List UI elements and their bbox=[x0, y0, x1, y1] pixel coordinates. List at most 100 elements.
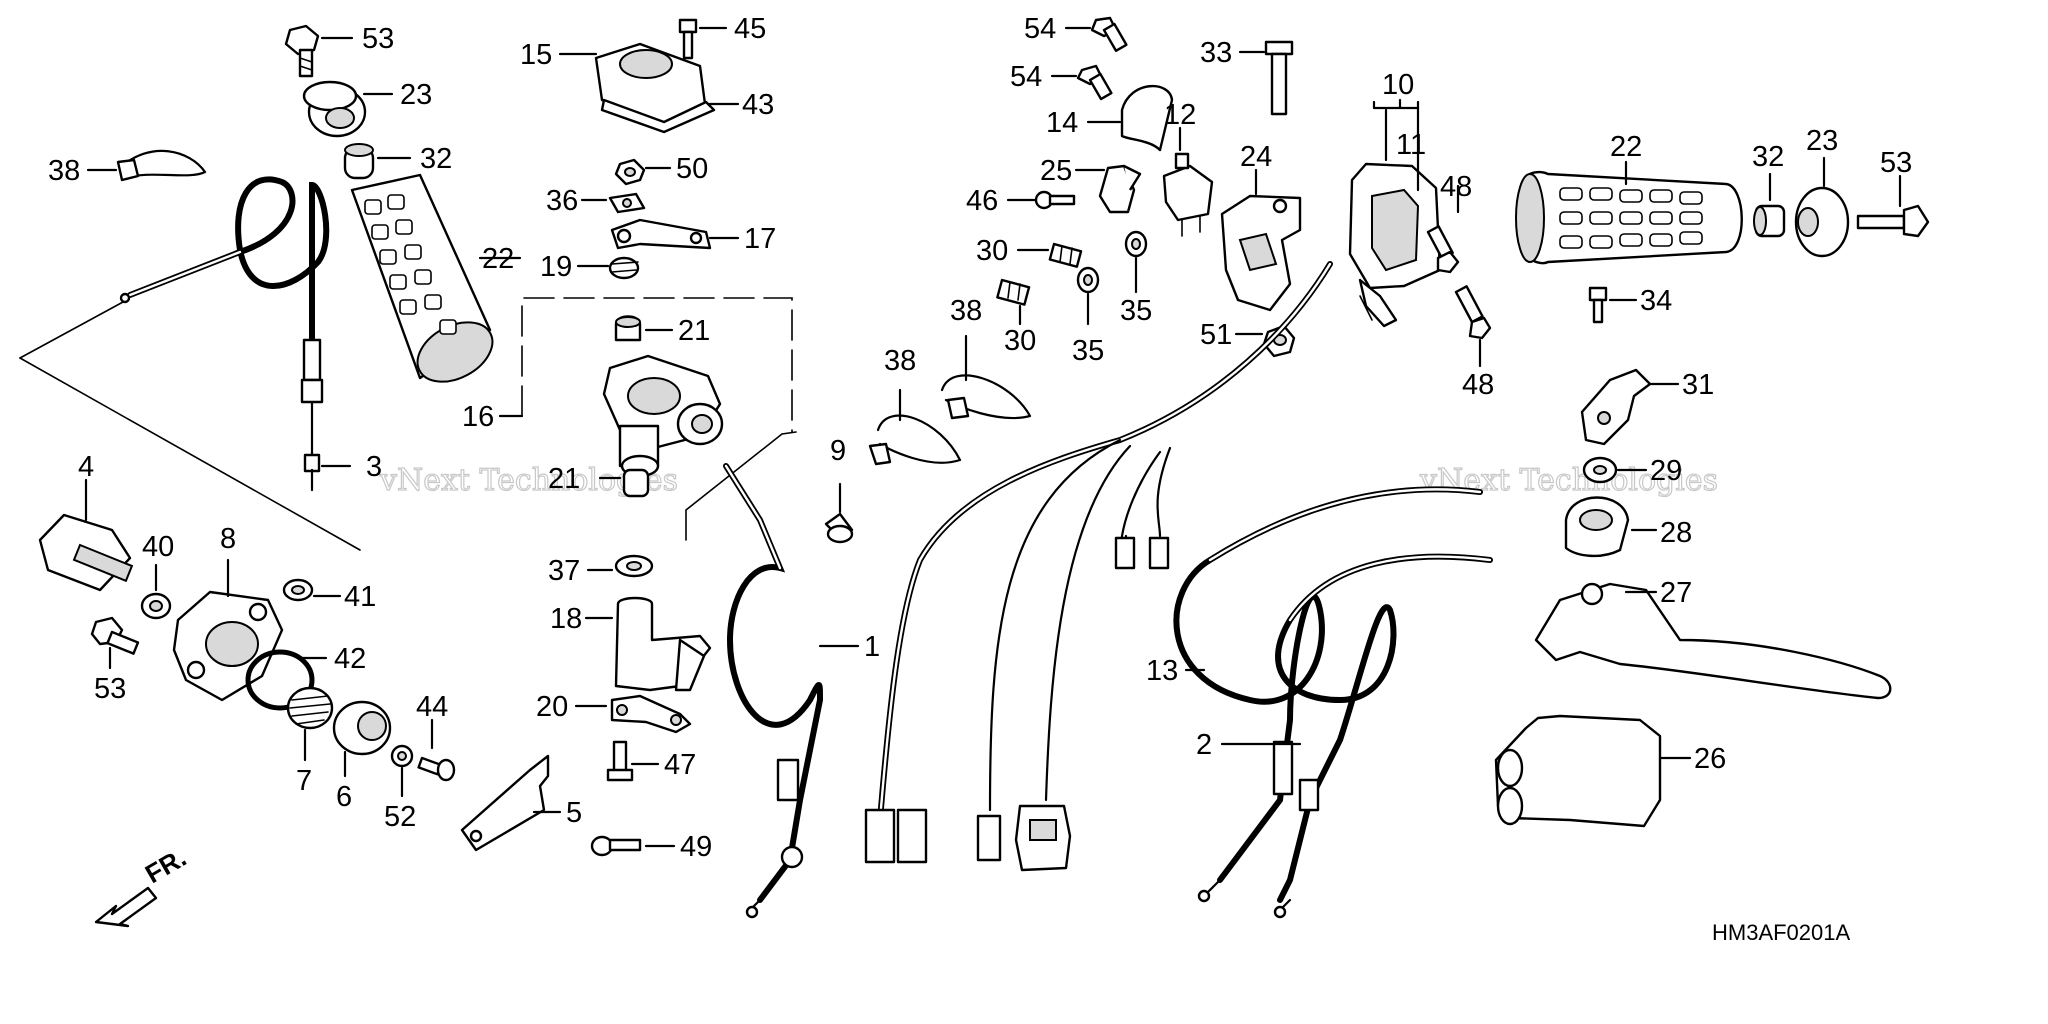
callout-33: 33 bbox=[1200, 37, 1232, 69]
diagram-code: HM3AF0201A bbox=[1712, 920, 1851, 945]
handlebar-grip-22-right bbox=[1515, 160, 1743, 265]
bolt-48-lower bbox=[1454, 285, 1492, 368]
collar-32-right bbox=[1753, 172, 1786, 238]
switch-housing-24 bbox=[1220, 168, 1302, 312]
clip-9 bbox=[824, 482, 854, 544]
spring-7 bbox=[286, 686, 334, 762]
callout-numbers: 53 23 32 22 38 3 4 40 8 41 42 53 7 6 44 … bbox=[48, 13, 1912, 863]
bolt-47 bbox=[606, 740, 660, 782]
callout-47: 47 bbox=[664, 749, 696, 781]
callout-36: 36 bbox=[546, 185, 578, 217]
bolt-33 bbox=[1238, 40, 1294, 116]
callout-23-left: 23 bbox=[400, 79, 432, 111]
bolt-53-right bbox=[1856, 174, 1930, 238]
callout-28: 28 bbox=[1660, 517, 1692, 549]
bushing-29 bbox=[1582, 456, 1648, 484]
washer-52 bbox=[390, 744, 414, 798]
callout-16: 16 bbox=[462, 401, 494, 433]
o-ring-42 bbox=[245, 649, 328, 711]
part-30-upper bbox=[1016, 242, 1083, 268]
callout-45: 45 bbox=[734, 13, 766, 45]
cap-21-top bbox=[614, 315, 674, 342]
screw-54-lower bbox=[1050, 64, 1113, 101]
callout-48-upper: 48 bbox=[1440, 171, 1472, 203]
callout-31: 31 bbox=[1682, 369, 1714, 401]
throttle-housing-8 bbox=[172, 558, 284, 702]
nut-51 bbox=[1234, 324, 1296, 358]
callout-50: 50 bbox=[676, 153, 708, 185]
bolt-53-lower bbox=[90, 616, 140, 670]
grip-end-cap-23 bbox=[302, 80, 394, 138]
callout-26: 26 bbox=[1694, 743, 1726, 775]
screw-54-top bbox=[1064, 16, 1128, 52]
callout-38-right: 38 bbox=[950, 295, 982, 327]
callout-6: 6 bbox=[336, 781, 352, 813]
washer-40 bbox=[140, 563, 172, 620]
callout-34: 34 bbox=[1640, 285, 1672, 317]
callout-43: 43 bbox=[742, 89, 774, 121]
callout-54-lower: 54 bbox=[1010, 61, 1042, 93]
callout-5: 5 bbox=[566, 797, 582, 829]
throttle-body-16 bbox=[602, 354, 724, 478]
leader-lines-left bbox=[19, 301, 361, 551]
bolt-48-upper bbox=[1426, 184, 1460, 274]
nut-50 bbox=[614, 158, 672, 186]
callout-22-left: 22 bbox=[482, 243, 514, 275]
callout-37: 37 bbox=[548, 555, 580, 587]
clamp-14 bbox=[1086, 85, 1174, 152]
washer-35-right bbox=[1124, 230, 1148, 294]
cable-band-38-left bbox=[86, 149, 207, 182]
grip-end-cap-23-right bbox=[1794, 156, 1850, 258]
callout-14: 14 bbox=[1046, 107, 1078, 139]
callout-21-lower: 21 bbox=[548, 463, 580, 495]
callout-22-right: 22 bbox=[1610, 131, 1642, 163]
washer-36 bbox=[580, 192, 646, 214]
pulley-6 bbox=[332, 700, 392, 778]
callout-9: 9 bbox=[830, 435, 846, 467]
callout-40: 40 bbox=[142, 531, 174, 563]
cable-1 bbox=[723, 463, 860, 919]
screw-46 bbox=[1006, 190, 1076, 210]
callout-41: 41 bbox=[344, 581, 376, 613]
callout-38-center: 38 bbox=[884, 345, 916, 377]
callout-49: 49 bbox=[680, 831, 712, 863]
handlebar-grip-22-left bbox=[350, 173, 522, 383]
throttle-shaft-18 bbox=[584, 596, 712, 692]
callout-35-left: 35 bbox=[1072, 335, 1104, 367]
callout-52: 52 bbox=[384, 801, 416, 833]
lever-bracket-31 bbox=[1580, 368, 1680, 446]
callout-10: 10 bbox=[1382, 69, 1414, 101]
callout-53-lower: 53 bbox=[94, 673, 126, 705]
spring-19 bbox=[576, 256, 640, 280]
callout-13: 13 bbox=[1146, 655, 1178, 687]
washer-41 bbox=[282, 578, 342, 602]
callout-30-upper: 30 bbox=[976, 235, 1008, 267]
callout-23-right: 23 bbox=[1806, 125, 1838, 157]
front-direction-label: FR. bbox=[140, 842, 191, 889]
callout-25: 25 bbox=[1040, 155, 1072, 187]
callout-21-top: 21 bbox=[678, 315, 710, 347]
callout-48-lower: 48 bbox=[1462, 369, 1494, 401]
switch-12 bbox=[1162, 126, 1214, 237]
callout-15: 15 bbox=[520, 39, 552, 71]
callout-20: 20 bbox=[536, 691, 568, 723]
washer-37 bbox=[586, 554, 654, 578]
collar-32 bbox=[343, 143, 412, 180]
callout-17: 17 bbox=[744, 223, 776, 255]
callout-27: 27 bbox=[1660, 577, 1692, 609]
callout-1: 1 bbox=[864, 631, 880, 663]
switch-lever-25 bbox=[1074, 164, 1142, 214]
callout-30-lower: 30 bbox=[1004, 325, 1036, 357]
switch-assembly-10-11 bbox=[1348, 98, 1442, 328]
adjuster-28 bbox=[1564, 496, 1658, 558]
callout-2: 2 bbox=[1196, 729, 1212, 761]
callout-19: 19 bbox=[540, 251, 572, 283]
callout-32-left: 32 bbox=[420, 143, 452, 175]
callout-51: 51 bbox=[1200, 319, 1232, 351]
front-direction-arrow-icon: FR. bbox=[94, 842, 191, 928]
clamp-20 bbox=[574, 694, 692, 734]
brake-lever-27 bbox=[1534, 582, 1892, 700]
callout-54-top: 54 bbox=[1024, 13, 1056, 45]
